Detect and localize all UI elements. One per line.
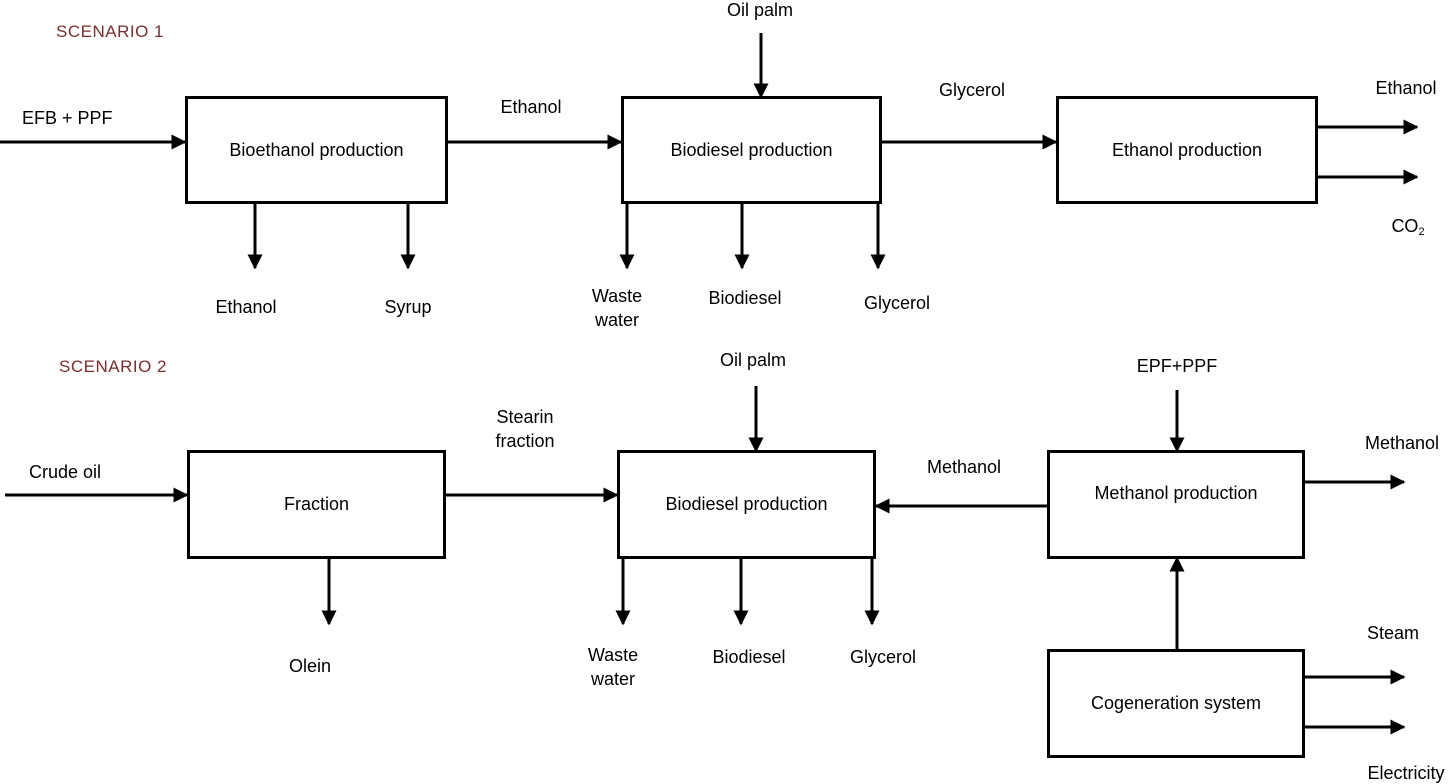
glycerol-label-1: Glycerol (863, 293, 931, 313)
syrup-label: Syrup (384, 297, 432, 317)
methanol-production-label: Methanol production (1094, 483, 1258, 503)
scenario-2-heading: SCENARIO 2 (59, 357, 167, 376)
ethanol-output-label: Ethanol (1375, 78, 1437, 98)
methanol-production-box: Methanol production (1047, 450, 1305, 559)
crude-oil-label: Crude oil (29, 462, 102, 482)
bioethanol-production-label: Bioethanol production (229, 139, 404, 160)
cogeneration-system-box: Cogeneration system (1047, 649, 1305, 758)
scenario-1-heading: SCENARIO 1 (56, 22, 164, 41)
efb-ppf-label: EFB + PPF (22, 108, 113, 128)
co2-output-label: CO2 (1391, 216, 1425, 238)
glycerol-label-2: Glycerol (849, 647, 917, 667)
ethanol-production-box: Ethanol production (1056, 96, 1318, 204)
oil-palm-label-2: Oil palm (719, 350, 787, 370)
fraction-label: Fraction (283, 494, 350, 514)
epf-ppf-label: EPF+PPF (1136, 356, 1218, 376)
ethanol-bottom-label: Ethanol (215, 297, 277, 317)
bioethanol-production-box: Bioethanol production (185, 96, 448, 204)
glycerol-stream-label: Glycerol (938, 80, 1006, 100)
ethanol-stream-label: Ethanol (500, 97, 562, 117)
biodiesel-production-label: Biodiesel production (670, 139, 833, 160)
fraction-box: Fraction (187, 450, 446, 559)
biodiesel-production-box-2: Biodiesel production (617, 450, 876, 559)
ethanol-production-label: Ethanol production (1111, 139, 1263, 160)
electricity-label: Electricity (1367, 763, 1445, 783)
cogeneration-system-label: Cogeneration system (1090, 693, 1262, 713)
biodiesel-label-2: Biodiesel (712, 647, 786, 667)
oil-palm-label-1: Oil palm (726, 0, 794, 20)
steam-label: Steam (1366, 623, 1420, 643)
methanol-output-label: Methanol (1364, 433, 1440, 453)
biodiesel-production-box-1: Biodiesel production (621, 96, 882, 204)
biodiesel-production-label: Biodiesel production (665, 494, 828, 514)
methanol-stream-label: Methanol (926, 457, 1002, 477)
biodiesel-label-1: Biodiesel (708, 288, 782, 308)
olein-label: Olein (288, 656, 332, 676)
